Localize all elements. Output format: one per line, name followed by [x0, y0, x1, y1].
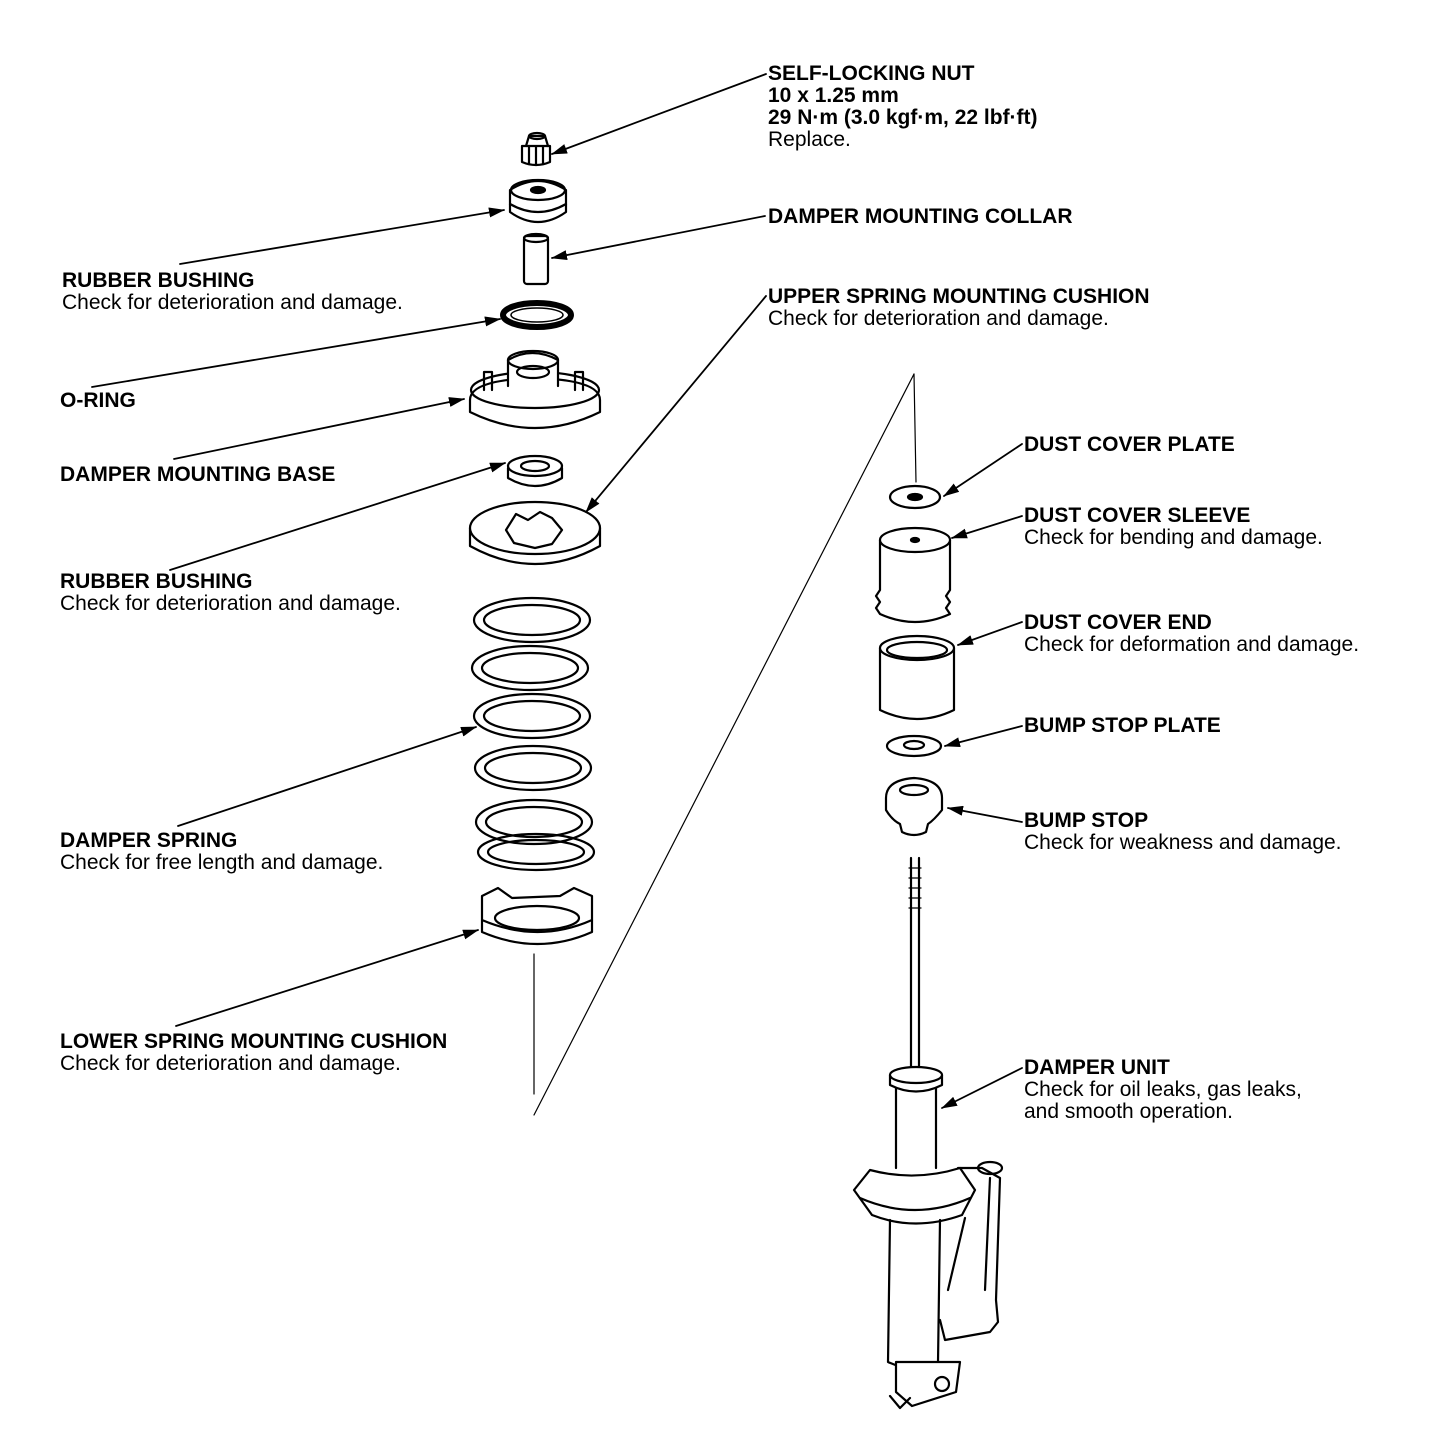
bump-stop-plate-label: BUMP STOP PLATE	[1024, 714, 1221, 737]
lower-spring-mounting-cushion-label: LOWER SPRING MOUNTING CUSHION Check for …	[60, 1030, 448, 1075]
dust-cover-plate-label: DUST COVER PLATE	[1024, 433, 1235, 456]
leader-arrows	[91, 73, 1023, 1109]
upper-spring-cushion-part	[468, 500, 602, 566]
self-locking-nut-label: SELF-LOCKING NUT 10 x 1.25 mm 29 N·m (3.…	[768, 62, 1038, 151]
upper-rubber-bushing-part	[508, 178, 568, 223]
alignment-lines	[533, 373, 917, 1116]
damper-mounting-collar-part	[522, 232, 550, 286]
self-locking-nut-part	[520, 131, 552, 167]
rubber-bushing-upper-label: RUBBER BUSHING Check for deterioration a…	[62, 269, 403, 314]
upper-spring-mounting-cushion-label: UPPER SPRING MOUNTING CUSHION Check for …	[768, 285, 1150, 330]
dust-cover-end-part	[878, 634, 956, 720]
o-ring-part	[500, 300, 574, 330]
damper-spring-part	[470, 596, 596, 872]
bump-stop-part	[884, 776, 944, 837]
damper-unit-label: DAMPER UNIT Check for oil leaks, gas lea…	[1024, 1056, 1302, 1123]
dust-cover-end-label: DUST COVER END Check for deformation and…	[1024, 611, 1360, 656]
damper-mounting-base-label: DAMPER MOUNTING BASE	[60, 463, 336, 486]
dust-cover-sleeve-part	[874, 526, 952, 624]
o-ring-label: O-RING	[60, 389, 136, 412]
damper-spring-label: DAMPER SPRING Check for free length and …	[60, 829, 384, 874]
lower-rubber-bushing-part	[506, 454, 564, 488]
bump-stop-plate-part	[885, 734, 943, 758]
dust-cover-sleeve-label: DUST COVER SLEEVE Check for bending and …	[1024, 504, 1323, 549]
rubber-bushing-lower-label: RUBBER BUSHING Check for deterioration a…	[60, 570, 401, 615]
lower-spring-cushion-part	[480, 886, 594, 946]
damper-mounting-base-part	[468, 349, 602, 430]
damper-unit-part	[852, 856, 1004, 1410]
dust-cover-plate-part	[888, 484, 942, 510]
damper-mounting-collar-label: DAMPER MOUNTING COLLAR	[768, 205, 1073, 228]
bump-stop-label: BUMP STOP Check for weakness and damage.	[1024, 809, 1342, 854]
